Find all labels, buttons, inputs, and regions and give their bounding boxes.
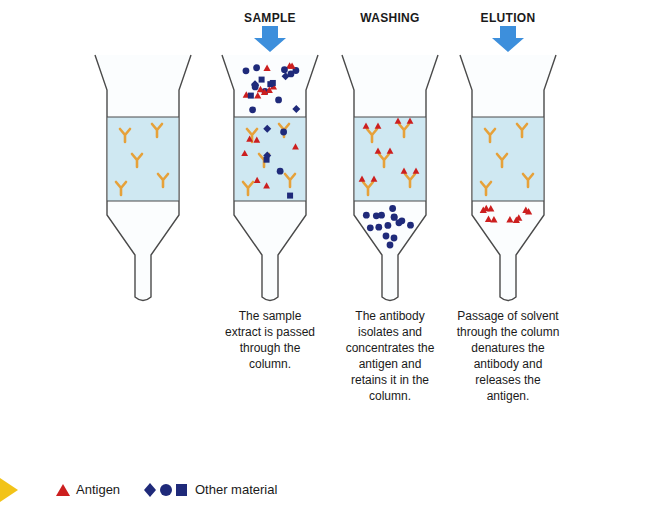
material-symbol: [249, 106, 256, 113]
antigen-symbol: [387, 148, 394, 154]
antigen-symbol: [483, 205, 490, 211]
antigen-symbol: [263, 182, 270, 188]
antigen-symbol: [513, 217, 520, 223]
antibody-symbol: [367, 129, 377, 142]
material-symbol: [391, 235, 398, 242]
antibody-symbol: [279, 124, 289, 137]
antigen-symbol: [261, 89, 268, 95]
material-symbol: [287, 193, 293, 199]
material-symbol: [363, 212, 370, 219]
material-symbol: [270, 80, 276, 86]
antigen-symbol: [254, 177, 261, 183]
material-symbol: [144, 483, 156, 497]
column-tube: [95, 55, 191, 301]
antibody-symbol: [497, 154, 507, 167]
material-symbol: [375, 224, 382, 231]
material-symbol: [263, 125, 271, 133]
antibody-symbol: [132, 154, 142, 167]
material-symbol: [248, 93, 254, 99]
material-symbol: [263, 151, 271, 159]
material-symbol: [160, 484, 172, 496]
material-symbol: [277, 168, 284, 175]
material-symbol: [385, 222, 392, 229]
antibody-symbol: [379, 154, 389, 167]
column-tube: [222, 55, 318, 301]
material-symbol: [281, 66, 288, 73]
antigen-symbol: [375, 148, 382, 154]
antigen-symbol: [375, 123, 382, 129]
antigen-symbol: [254, 92, 261, 98]
antigen-symbol: [506, 216, 513, 222]
antigen-symbol: [395, 118, 402, 124]
antigen-symbol: [56, 484, 70, 496]
antigen-symbol: [246, 136, 253, 142]
step-caption: The sample extract is passed through the…: [220, 308, 320, 372]
step-caption: The antibody isolates and concentrates t…: [340, 308, 440, 404]
material-symbol: [292, 105, 300, 113]
antibody-symbol: [523, 174, 533, 187]
antigen-symbol: [253, 137, 260, 143]
antigen-symbol: [522, 206, 529, 212]
antigen-symbol: [359, 176, 366, 182]
antigen-symbol: [266, 86, 273, 92]
packing-bed: [108, 117, 179, 201]
antigen-symbol: [401, 168, 408, 174]
material-symbol: [373, 212, 380, 219]
step-heading: ELUTION: [463, 10, 553, 26]
step-heading: WASHING: [345, 10, 435, 26]
antibody-symbol: [485, 129, 495, 142]
packing-bed: [355, 117, 426, 201]
step-caption: Passage of solvent through the column de…: [456, 308, 560, 404]
material-symbol: [288, 71, 295, 78]
material-symbol: [407, 222, 414, 229]
antigen-symbol: [241, 150, 248, 156]
antibody-symbol: [399, 124, 409, 137]
antigen-symbol: [407, 118, 414, 124]
antibody-symbol: [116, 182, 126, 195]
antibody-symbol: [285, 174, 295, 187]
material-symbol: [253, 64, 260, 71]
antibody-symbol: [517, 124, 527, 137]
antigen-symbol: [413, 168, 420, 174]
antibody-symbol: [405, 174, 415, 187]
legend-samples: [56, 483, 187, 497]
legend-label: Other material: [195, 482, 277, 498]
flow-arrow: [254, 26, 286, 52]
antigen-symbol: [288, 62, 295, 68]
packing-bed: [235, 117, 306, 201]
antibody-symbol: [481, 182, 491, 195]
material-symbol: [387, 242, 394, 249]
antibody-symbol: [243, 182, 253, 195]
antibody-symbol: [158, 174, 168, 187]
column-tube: [342, 55, 438, 301]
antibody-symbol: [152, 124, 162, 137]
antigen-symbol: [485, 216, 492, 222]
material-symbol: [391, 214, 398, 221]
material-symbol: [389, 205, 396, 212]
antibody-symbol: [363, 182, 373, 195]
antigen-symbol: [371, 176, 378, 182]
step-heading: SAMPLE: [225, 10, 315, 26]
material-symbol: [396, 219, 403, 226]
material-symbol: [176, 484, 187, 496]
packing-bed: [473, 117, 544, 201]
flow-arrow: [492, 26, 524, 52]
material-symbol: [391, 213, 398, 220]
column-tube: [460, 55, 556, 301]
material-symbol: [280, 129, 287, 136]
antigen-symbol: [363, 123, 370, 129]
corner-arrow: [0, 478, 18, 502]
material-symbol: [383, 233, 390, 240]
antigen-symbol: [263, 64, 270, 70]
antibody-symbol: [120, 129, 130, 142]
material-symbol: [275, 97, 282, 104]
antigen-symbol: [292, 143, 299, 149]
antigen-symbol: [490, 216, 497, 222]
material-symbol: [251, 82, 259, 90]
material-symbol: [243, 67, 250, 74]
material-symbol: [259, 77, 265, 83]
material-symbol: [367, 224, 374, 231]
legend-label: Antigen: [76, 482, 120, 498]
